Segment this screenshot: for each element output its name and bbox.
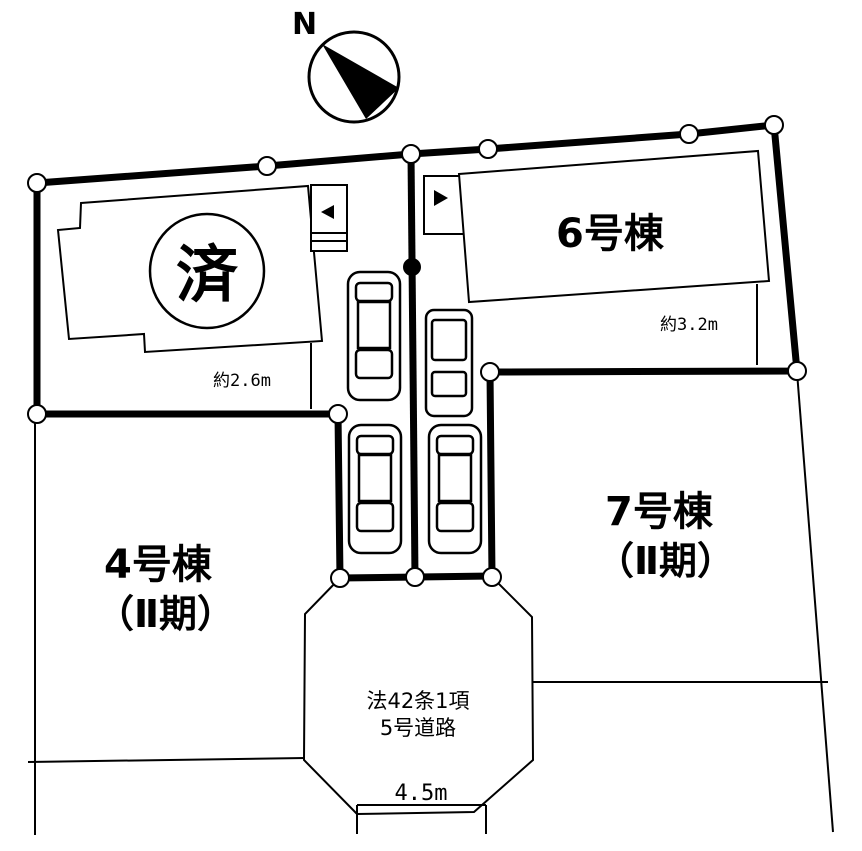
boundary-marker-icon	[405, 567, 425, 587]
sold-stamp-text: 済	[176, 238, 239, 311]
boundary-marker-icon	[401, 144, 421, 164]
car-icon	[427, 423, 483, 555]
car-icon	[347, 423, 403, 555]
road-type-line1: 法42条1項	[366, 689, 469, 713]
boundary-marker-icon	[27, 404, 47, 424]
lot6-setback-label: 約3.2m	[660, 315, 718, 335]
boundary-marker-icon	[257, 156, 277, 176]
lot4-phase: （Ⅱ期）	[96, 592, 235, 636]
boundary-marker-icon	[787, 361, 807, 381]
boundary-marker-icon	[480, 362, 500, 382]
boundary-markers	[27, 115, 807, 588]
lot7-label: 7号棟	[605, 489, 714, 535]
boundary-marker-icon	[764, 115, 784, 135]
lot6-label: 6号棟	[556, 211, 665, 257]
boundary-marker-icon	[679, 124, 699, 144]
boundary-marker-icon	[328, 404, 348, 424]
sold-setback-label: 約2.6m	[213, 371, 271, 391]
lot4-label: 4号棟	[104, 542, 213, 588]
north-label: N	[292, 7, 317, 42]
road-width-label: 4.5m	[395, 781, 448, 806]
boundary-marker-icon	[482, 567, 502, 587]
north-arrow-icon	[307, 30, 401, 124]
car-icon	[424, 308, 474, 418]
boundary-marker-icon	[330, 568, 350, 588]
lot6-building	[423, 149, 771, 365]
entrance-arrow-icon	[434, 190, 448, 206]
boundary-marker-icon	[478, 139, 498, 159]
thin-boundaries	[27, 371, 834, 835]
lot7-phase: （Ⅱ期）	[596, 539, 735, 583]
boundary-marker-filled-icon	[403, 258, 421, 276]
entrance-arrow-icon	[321, 205, 334, 219]
road-type-line2: 5号道路	[380, 716, 456, 740]
car-icon	[346, 270, 402, 402]
cars	[346, 270, 483, 555]
sold-stamp: 済	[148, 212, 266, 330]
boundary-marker-icon	[27, 173, 47, 193]
compass: N	[292, 7, 401, 124]
